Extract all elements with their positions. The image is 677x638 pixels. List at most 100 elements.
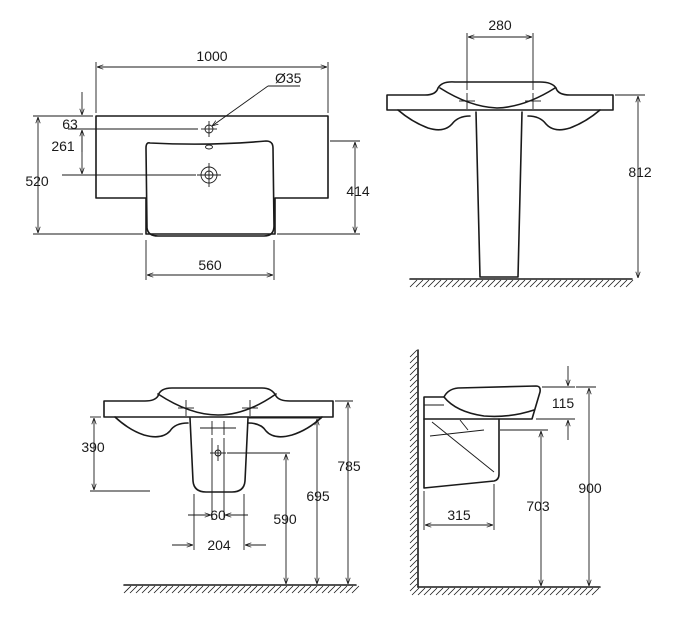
hatch-line — [409, 481, 418, 490]
hatch-line — [553, 279, 562, 288]
wall-hung-floor-hatch — [123, 585, 360, 594]
bowl-outline — [145, 140, 275, 237]
hatch-line — [537, 587, 546, 596]
hatch-line — [585, 587, 594, 596]
hatch-line — [541, 279, 550, 288]
hatch-line — [339, 585, 348, 594]
wall-hung-underside-left — [114, 416, 189, 438]
bowl-drop-label: 390 — [81, 439, 105, 455]
hatch-line — [409, 517, 418, 526]
hatch-line — [519, 587, 528, 596]
hatch-line — [529, 279, 538, 288]
hatch-line — [409, 355, 418, 364]
hatch-line — [559, 279, 568, 288]
hatch-line — [565, 279, 574, 288]
hatch-line — [555, 587, 564, 596]
side-floor-hatch — [411, 587, 600, 596]
hatch-line — [523, 279, 532, 288]
hatch-line — [409, 391, 418, 400]
hatch-line — [531, 587, 540, 596]
trap-width-label: 204 — [207, 537, 231, 553]
wall-hung-rim-height-label: 785 — [337, 458, 361, 474]
hatch-line — [471, 587, 480, 596]
basin-top-outline — [95, 115, 329, 235]
hatch-line — [493, 279, 502, 288]
hatch-line — [511, 279, 520, 288]
hatch-line — [409, 385, 418, 394]
hatch-line — [513, 587, 522, 596]
hatch-line — [409, 421, 418, 430]
hatch-line — [415, 279, 424, 288]
hatch-line — [249, 585, 258, 594]
hatch-line — [481, 279, 490, 288]
waste-fixing-icons — [200, 421, 236, 461]
hatch-line — [409, 361, 418, 370]
hatch-line — [279, 585, 288, 594]
top-view: 1000 Ø35 63 261 520 414 560 — [25, 48, 370, 280]
hatch-line — [231, 585, 240, 594]
hatch-line — [625, 279, 634, 288]
side-view: 115 315 703 900 — [409, 349, 602, 596]
side-shroud — [423, 418, 500, 489]
hatch-line — [411, 587, 420, 596]
hatch-line — [351, 585, 360, 594]
wall-hung-tap-right-icon — [242, 400, 258, 416]
hatch-line — [525, 587, 534, 596]
hatch-line — [409, 439, 418, 448]
hatch-line — [409, 397, 418, 406]
side-wall-hatch — [409, 349, 418, 592]
hatch-line — [463, 279, 472, 288]
hatch-line — [607, 279, 616, 288]
hatch-line — [123, 585, 132, 594]
tap-hole-leader — [212, 85, 269, 126]
pedestal-underside-right — [527, 109, 601, 131]
hatch-line — [237, 585, 246, 594]
hatch-line — [535, 279, 544, 288]
hatch-line — [183, 585, 192, 594]
hatch-line — [321, 585, 330, 594]
wall-hung-underside-right — [247, 416, 323, 438]
hatch-line — [433, 279, 442, 288]
hatch-line — [409, 463, 418, 472]
hatch-line — [457, 279, 466, 288]
hatch-line — [159, 585, 168, 594]
pedestal-view: 280 812 — [386, 17, 652, 288]
hatch-line — [409, 529, 418, 538]
hatch-line — [189, 585, 198, 594]
hatch-line — [465, 587, 474, 596]
hatch-line — [409, 403, 418, 412]
waste-offset-label: 261 — [51, 138, 75, 154]
hatch-line — [409, 541, 418, 550]
hatch-line — [345, 585, 354, 594]
hatch-line — [543, 587, 552, 596]
hatch-line — [567, 587, 576, 596]
waste-height-label: 590 — [273, 511, 297, 527]
hatch-line — [573, 587, 582, 596]
hatch-line — [439, 279, 448, 288]
hatch-line — [409, 523, 418, 532]
hatch-line — [477, 587, 486, 596]
hatch-line — [547, 279, 556, 288]
hatch-line — [453, 587, 462, 596]
hatch-line — [409, 457, 418, 466]
side-basin-outline — [423, 385, 541, 420]
hatch-line — [135, 585, 144, 594]
hatch-line — [177, 585, 186, 594]
hatch-line — [409, 553, 418, 562]
hatch-line — [571, 279, 580, 288]
pedestal-floor-hatch — [409, 279, 634, 288]
hatch-line — [409, 373, 418, 382]
hatch-line — [195, 585, 204, 594]
hatch-line — [561, 587, 570, 596]
hatch-line — [409, 409, 418, 418]
tap-hole-label: Ø35 — [275, 70, 302, 86]
pedestal-rim-height-label: 812 — [628, 164, 652, 180]
hatch-line — [409, 493, 418, 502]
hatch-line — [153, 585, 162, 594]
hatch-line — [423, 587, 432, 596]
hatch-line — [201, 585, 210, 594]
hatch-line — [409, 415, 418, 424]
hatch-line — [285, 585, 294, 594]
pedestal-underside-left — [397, 109, 471, 131]
